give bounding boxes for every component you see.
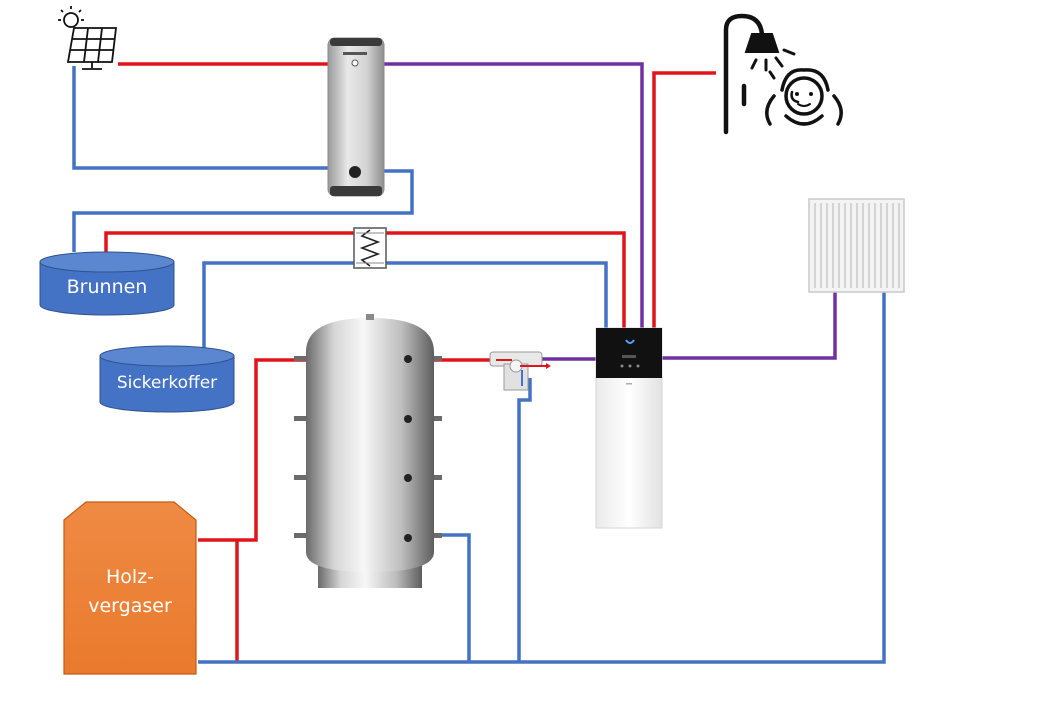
pipe-dhw-to-heat-pump [382, 62, 644, 330]
pipe-heat-pump-to-shower [652, 71, 716, 330]
buffer-tank [294, 314, 442, 588]
pipe-valve-return [517, 378, 532, 662]
pipe-return-main [198, 292, 886, 664]
brunnen-well [39, 251, 175, 316]
sickerkoffer-soakaway [99, 345, 235, 413]
heat-pump-unit [595, 327, 663, 529]
pipe-well-supply [104, 231, 354, 258]
mixing-valve-icon [489, 351, 551, 391]
pipe-exchanger-to-heat-pump-return [386, 261, 608, 330]
pipe-soakaway-return [202, 261, 354, 350]
dhw-storage-tank [327, 37, 385, 197]
shower-icon [723, 13, 843, 135]
pipe-dhw-to-well [72, 169, 414, 252]
pipe-buffer-return [432, 533, 471, 662]
pipe-solar-return [72, 66, 330, 170]
plate-heat-exchanger-icon [353, 227, 387, 269]
radiator-icon [808, 198, 905, 293]
pipe-boiler-supply [198, 358, 306, 542]
solar-panel-icon [58, 6, 118, 70]
pipe-exchanger-to-heat-pump-supply [386, 231, 626, 330]
holzvergaser-boiler [63, 501, 197, 675]
pipe-heat-pump-to-radiator [658, 292, 837, 360]
